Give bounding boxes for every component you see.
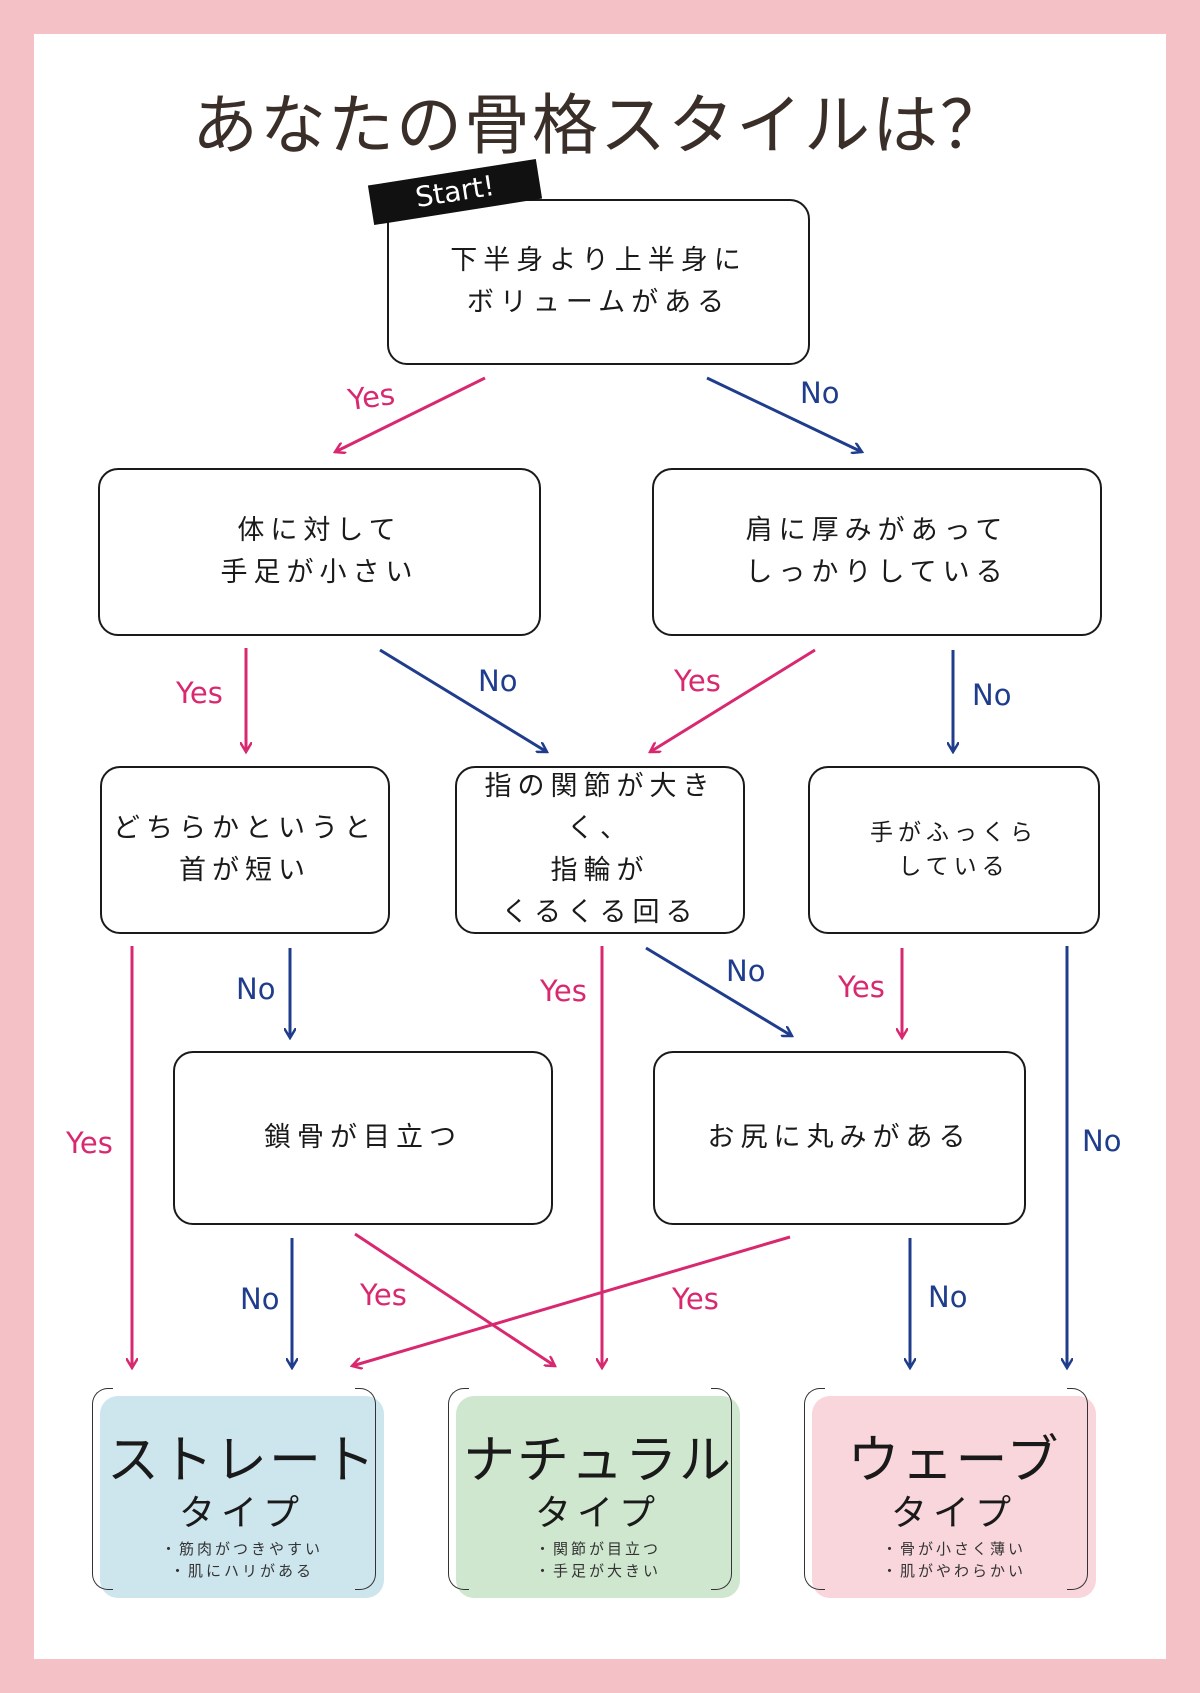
label-q6-no: No	[1082, 1124, 1122, 1158]
arrow-q5-no	[645, 946, 792, 1038]
question-5-line-3: くるくる回る	[501, 897, 699, 928]
result-straight-name: ストレート	[106, 1431, 377, 1491]
arrow-q8-yes	[352, 1235, 791, 1366]
result-straight-points: ・筋肉がつきやすい ・肌にハリがある	[100, 1538, 384, 1582]
question-7-line-1: 鎖骨が目立つ	[264, 1122, 462, 1153]
result-natural-point-2: ・手足が大きい	[534, 1562, 661, 1580]
result-natural-point-1: ・関節が目立つ	[534, 1540, 661, 1558]
result-wave-point-1: ・骨が小さく薄い	[881, 1540, 1026, 1558]
question-1-box: 下半身より上半身に ボリュームがある	[387, 199, 810, 365]
label-q5-yes: Yes	[540, 974, 587, 1008]
question-2-line-1: 体に対して	[237, 515, 402, 546]
label-q1-no: No	[800, 376, 840, 410]
label-q7-yes: Yes	[360, 1278, 407, 1312]
arrow-q1-no	[706, 376, 862, 452]
question-6-line-1: 手がふっくら	[870, 820, 1038, 846]
result-natural-name: ナチュラル	[462, 1431, 733, 1491]
label-q4-yes: Yes	[66, 1126, 113, 1160]
result-wave-type: タイプ	[890, 1493, 1017, 1534]
page-title: あなたの骨格スタイルは？	[192, 87, 1008, 164]
question-5-line-1: 指の関節が大きく、	[484, 771, 716, 844]
question-1-line-2: ボリュームがある	[466, 287, 731, 318]
question-5-line-2: 指輪が	[550, 855, 650, 886]
question-8-box: お尻に丸みがある	[653, 1051, 1026, 1225]
label-q4-no: No	[236, 972, 276, 1006]
question-3-box: 肩に厚みがあって しっかりしている	[652, 468, 1102, 636]
result-straight-background	[100, 1396, 384, 1598]
question-3-line-2: しっかりしている	[745, 557, 1009, 588]
question-2-box: 体に対して 手足が小さい	[98, 468, 541, 636]
arrow-q2-no	[379, 648, 547, 754]
result-natural-background	[456, 1396, 740, 1598]
question-4-line-2: 首が短い	[179, 855, 311, 886]
result-straight-point-1: ・筋肉がつきやすい	[160, 1540, 323, 1558]
arrow-q3-yes	[650, 648, 816, 752]
label-q7-no: No	[240, 1282, 280, 1316]
label-q2-no: No	[478, 664, 518, 698]
question-4-line-1: どちらかというと	[113, 813, 377, 844]
result-wave-point-2: ・肌がやわらかい	[881, 1562, 1026, 1580]
label-q5-no: No	[726, 954, 766, 988]
question-2-line-2: 手足が小さい	[220, 557, 419, 588]
arrow-q7-yes	[354, 1232, 555, 1366]
question-3-line-1: 肩に厚みがあって	[745, 515, 1009, 546]
label-q3-no: No	[972, 678, 1012, 712]
result-straight-type: タイプ	[178, 1493, 305, 1534]
arrow-q1-yes	[335, 376, 486, 452]
label-q3-yes: Yes	[674, 664, 721, 698]
result-wave: ウェーブ タイプ ・骨が小さく薄い ・肌がやわらかい	[804, 1388, 1096, 1598]
result-natural: ナチュラル タイプ ・関節が目立つ ・手足が大きい	[448, 1388, 740, 1598]
question-7-box: 鎖骨が目立つ	[173, 1051, 553, 1225]
label-q2-yes: Yes	[176, 676, 223, 710]
result-natural-type: タイプ	[534, 1493, 661, 1534]
label-q8-no: No	[928, 1280, 968, 1314]
label-q8-yes: Yes	[672, 1282, 719, 1316]
question-4-box: どちらかというと 首が短い	[100, 766, 390, 934]
question-5-box: 指の関節が大きく、 指輪が くるくる回る	[455, 766, 745, 934]
label-q6-yes: Yes	[838, 970, 885, 1004]
result-wave-background	[812, 1396, 1096, 1598]
question-8-line-1: お尻に丸みがある	[707, 1122, 972, 1153]
question-6-line-2: している	[898, 854, 1010, 880]
result-wave-name: ウェーブ	[847, 1431, 1061, 1491]
result-straight-point-2: ・肌にハリがある	[169, 1562, 314, 1580]
label-q1-yes: Yes	[345, 376, 397, 418]
result-straight: ストレート タイプ ・筋肉がつきやすい ・肌にハリがある	[92, 1388, 384, 1598]
result-wave-points: ・骨が小さく薄い ・肌がやわらかい	[812, 1538, 1096, 1582]
question-6-box: 手がふっくら している	[808, 766, 1100, 934]
result-natural-points: ・関節が目立つ ・手足が大きい	[456, 1538, 740, 1582]
question-1-line-1: 下半身より上半身に	[450, 245, 747, 276]
